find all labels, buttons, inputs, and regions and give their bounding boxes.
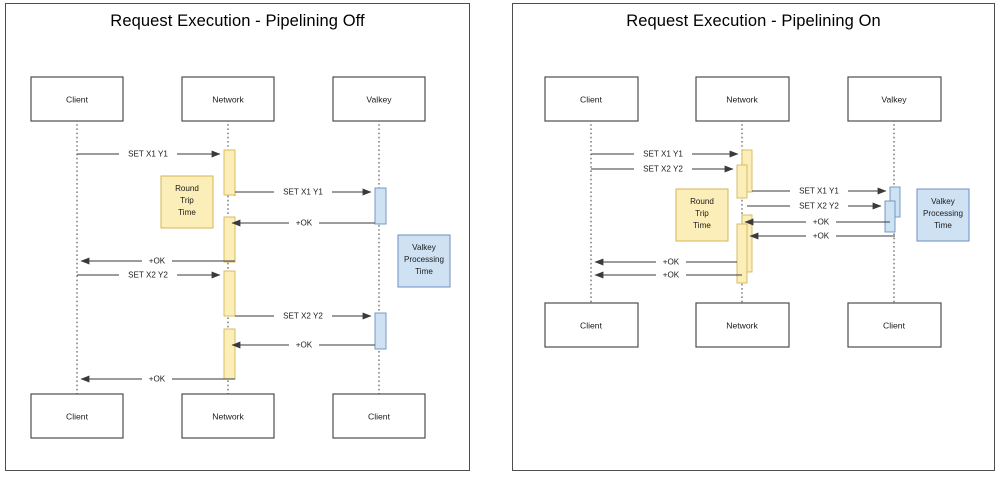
message-label: +OK <box>149 375 166 384</box>
message-label: SET X1 Y1 <box>283 188 323 197</box>
message-3: +OK <box>231 217 375 229</box>
activation-valkey-2 <box>374 312 387 350</box>
activation-network-inner-2 <box>736 223 748 284</box>
note-round-trip-time: Round Trip Time <box>160 175 214 229</box>
activation-valkey-inner <box>884 200 896 233</box>
message-label: +OK <box>663 258 680 267</box>
activation-valkey-1 <box>374 187 387 225</box>
note-line: Processing <box>923 209 963 218</box>
note-line: Trip <box>695 209 709 218</box>
panel-title-pipelining-on: Request Execution - Pipelining On <box>626 12 881 30</box>
note-valkey-processing-time: Valkey Processing Time <box>397 234 451 288</box>
activation-network-3 <box>223 270 236 317</box>
message-7: +OK <box>594 256 737 268</box>
message-label: +OK <box>149 257 166 266</box>
participant-label: Client <box>580 94 603 104</box>
note-line: Valkey <box>931 197 956 206</box>
participant-label: Network <box>726 320 758 330</box>
message-label: SET X2 Y2 <box>128 271 168 280</box>
note-line: Time <box>178 208 196 217</box>
message-8: +OK <box>80 373 235 385</box>
participant-top-valkey: Valkey <box>847 76 942 122</box>
participant-label: Network <box>212 411 244 421</box>
message-label: SET X2 Y2 <box>799 202 839 211</box>
note-round-trip-time: Round Trip Time <box>675 188 729 242</box>
message-label: +OK <box>296 341 313 350</box>
note-line: Valkey <box>412 243 437 252</box>
participant-bottom-valkey: Client <box>332 393 426 439</box>
message-label: SET X1 Y1 <box>799 187 839 196</box>
message-4: SET X2 Y2 <box>747 200 882 212</box>
participant-top-network: Network <box>695 76 790 122</box>
message-2: SET X1 Y1 <box>235 186 372 198</box>
participant-bottom-network: Network <box>181 393 275 439</box>
message-5: +OK <box>744 216 890 228</box>
message-label: +OK <box>813 218 830 227</box>
message-1: SET X1 Y1 <box>77 148 221 160</box>
message-3: SET X1 Y1 <box>752 185 887 197</box>
panel-pipelining-on: Request Execution - Pipelining On Client… <box>512 3 995 471</box>
panel-title-pipelining-off: Request Execution - Pipelining Off <box>110 12 365 30</box>
participant-top-client: Client <box>544 76 639 122</box>
participant-top-valkey: Valkey <box>332 76 426 122</box>
note-line: Time <box>415 267 433 276</box>
participant-label: Network <box>726 94 758 104</box>
message-4: +OK <box>80 255 235 267</box>
message-8: +OK <box>594 269 742 281</box>
message-label: +OK <box>296 219 313 228</box>
note-line: Trip <box>180 196 194 205</box>
note-line: Round <box>690 197 714 206</box>
message-label: SET X2 Y2 <box>643 165 683 174</box>
activation-network-2 <box>223 216 236 263</box>
message-6: +OK <box>749 230 895 242</box>
participant-bottom-network: Network <box>695 302 790 348</box>
participant-top-network: Network <box>181 76 275 122</box>
participant-bottom-client: Client <box>544 302 639 348</box>
participant-label: Client <box>66 94 89 104</box>
sequence-diagram-pipelining-off: Client Network Valkey <box>30 76 451 439</box>
participant-label: Network <box>212 94 244 104</box>
message-6: SET X2 Y2 <box>235 310 372 322</box>
message-label: +OK <box>663 271 680 280</box>
message-label: SET X1 Y1 <box>643 150 683 159</box>
participant-bottom-valkey: Client <box>847 302 942 348</box>
participant-label: Client <box>66 411 89 421</box>
message-label: +OK <box>813 232 830 241</box>
note-line: Time <box>934 221 952 230</box>
participant-top-client: Client <box>30 76 124 122</box>
sequence-diagram-pipelining-on: Client Network Valkey SET <box>544 76 970 348</box>
note-line: Processing <box>404 255 444 264</box>
activation-network-1 <box>223 149 236 196</box>
message-label: SET X1 Y1 <box>128 150 168 159</box>
message-7: +OK <box>231 339 375 351</box>
message-1: SET X1 Y1 <box>591 148 739 160</box>
participant-bottom-client: Client <box>30 393 124 439</box>
note-line: Round <box>175 184 199 193</box>
participant-label: Client <box>580 320 603 330</box>
message-5: SET X2 Y2 <box>77 269 221 281</box>
activation-network-inner-1 <box>736 164 748 199</box>
participant-label: Client <box>368 411 391 421</box>
participant-label: Valkey <box>366 94 392 104</box>
note-line: Time <box>693 221 711 230</box>
message-label: SET X2 Y2 <box>283 312 323 321</box>
panel-pipelining-off: Request Execution - Pipelining Off Clien… <box>5 3 470 471</box>
participant-label: Client <box>883 320 906 330</box>
message-2: SET X2 Y2 <box>591 163 734 175</box>
activation-network-4 <box>223 328 236 380</box>
note-valkey-processing-time: Valkey Processing Time <box>916 188 970 242</box>
participant-label: Valkey <box>881 94 907 104</box>
